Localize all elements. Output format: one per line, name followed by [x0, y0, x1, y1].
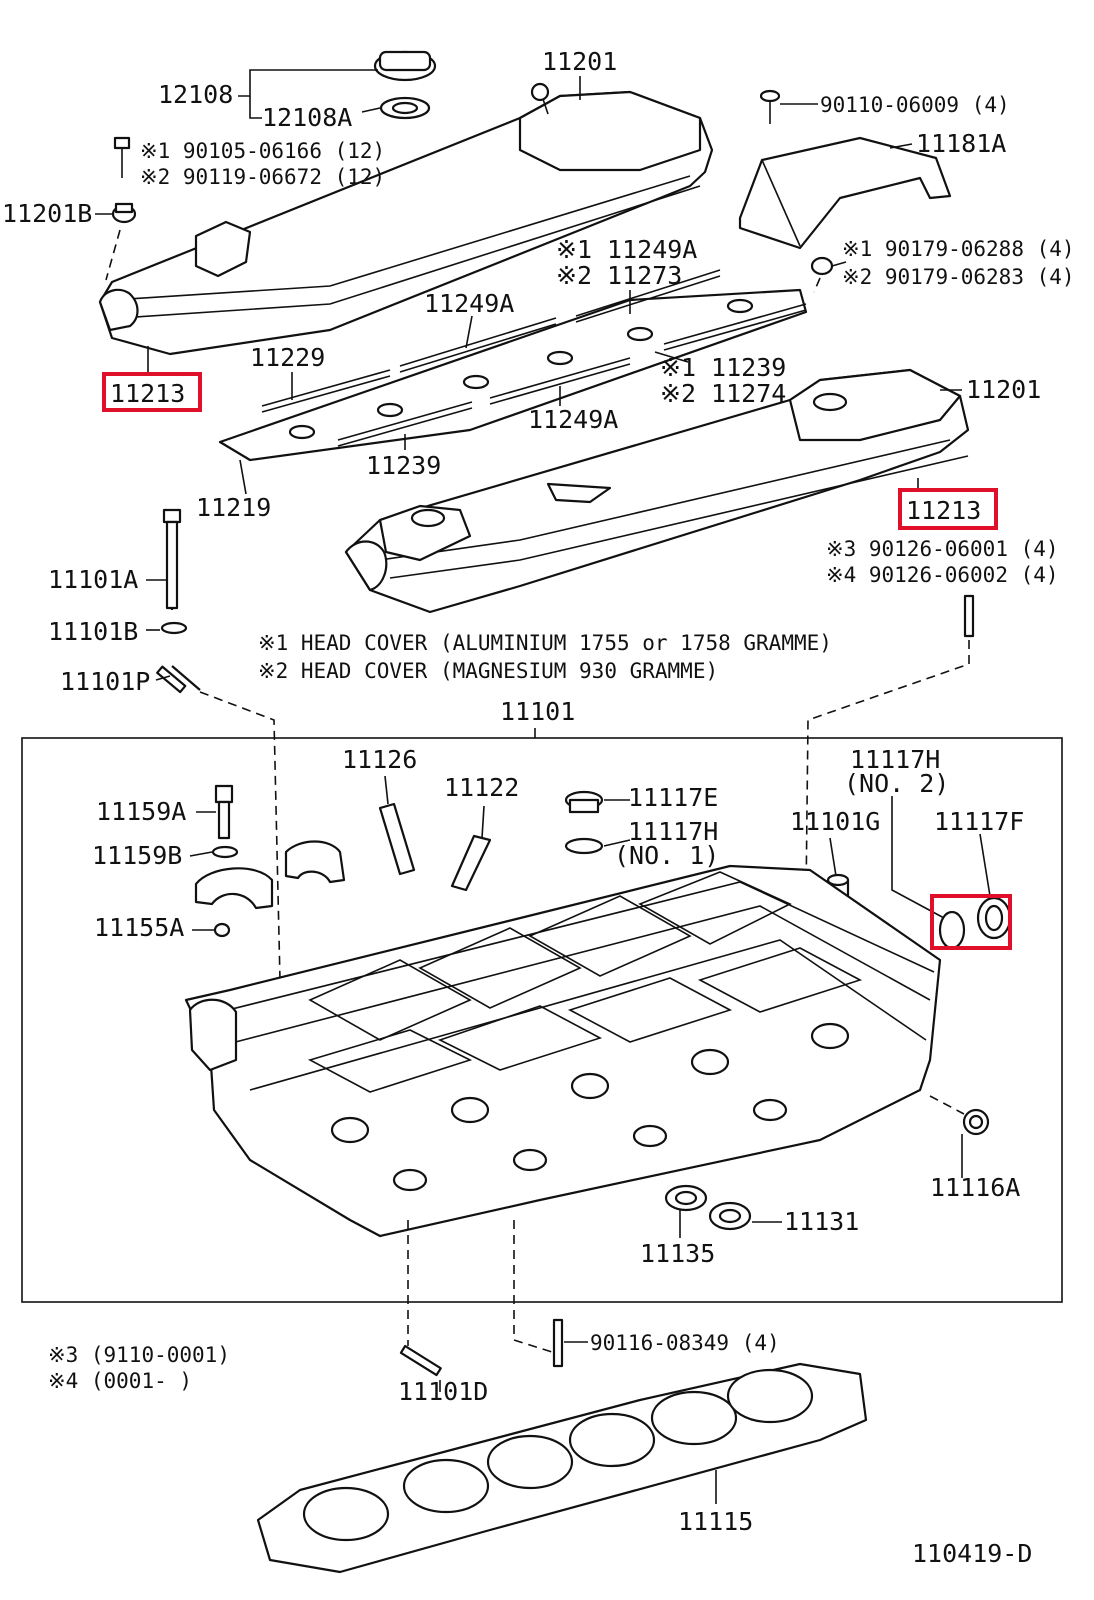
label-x1-11249a: ※1 11249A: [556, 235, 697, 264]
label-no2: (NO. 2): [844, 769, 949, 798]
head-cover-lower: [344, 368, 970, 614]
grommet-90179: [810, 256, 834, 276]
label-11249a-b: 11249A: [528, 405, 618, 434]
label-11101d: 11101D: [398, 1377, 488, 1406]
label-11126: 11126: [342, 745, 417, 774]
label-11115: 11115: [678, 1507, 753, 1536]
label-90110: 90110-06009 (4): [820, 93, 1010, 117]
label-12108: 12108: [158, 80, 233, 109]
bearing-cap-2: [284, 840, 346, 884]
washer-11159b: [211, 845, 239, 859]
label-11116a: 11116A: [930, 1173, 1020, 1202]
label-11159b: 11159B: [92, 841, 182, 870]
stud-90116: [552, 1318, 564, 1368]
highlight-box-11213-right: [898, 488, 998, 530]
label-90116: 90116-08349 (4): [590, 1331, 780, 1355]
label-11101g: 11101G: [790, 807, 880, 836]
note-head-cover-aluminium: ※1 HEAD COVER (ALUMINIUM 1755 or 1758 GR…: [258, 631, 832, 655]
head-cover-bolt: [113, 136, 131, 178]
screw-90110: [759, 89, 781, 124]
figure-number: 110419-D: [912, 1539, 1032, 1568]
label-11135: 11135: [640, 1239, 715, 1268]
label-11213-left: 11213: [110, 379, 185, 408]
head-bolt-11101a: [162, 508, 182, 610]
cover-11181a: [738, 136, 952, 250]
label-x2-90179: ※2 90179-06283 (4): [842, 265, 1075, 289]
plug-11117e: [564, 790, 604, 814]
note-head-cover-magnesium: ※2 HEAD COVER (MAGNESIUM 930 GRAMME): [258, 659, 718, 683]
label-11101a: 11101A: [48, 565, 138, 594]
label-11213-right: 11213: [906, 496, 981, 525]
head-gasket-11115: [256, 1362, 868, 1574]
washer-11101b: [160, 621, 188, 635]
bolt-11159a: [214, 784, 234, 840]
plug-11117f: [976, 896, 1012, 940]
label-11201b: 11201B: [2, 199, 92, 228]
label-11181a: 11181A: [916, 129, 1006, 158]
label-11117h-no2: 11117H: [850, 745, 940, 774]
label-x1-90105: ※1 90105-06166 (12): [140, 139, 385, 163]
oil-filler-cap: [373, 50, 437, 120]
label-11122: 11122: [444, 773, 519, 802]
label-x2-11274: ※2 11274: [660, 379, 786, 408]
label-x3-range: ※3 (9110-0001): [48, 1343, 230, 1367]
highlight-box-11213-left: [102, 372, 202, 412]
pin-11155a: [213, 922, 231, 938]
valve-guide-11122: [450, 834, 492, 892]
label-x4-range: ※4 (0001- ): [48, 1369, 192, 1393]
label-x1-11239: ※1 11239: [660, 353, 786, 382]
label-11155a: 11155A: [94, 913, 184, 942]
label-11159a: 11159A: [96, 797, 186, 826]
label-11117e: 11117E: [628, 783, 718, 812]
highlight-box-11117f: [930, 894, 1012, 950]
label-11239: 11239: [366, 451, 441, 480]
cylinder-head-box: [21, 737, 1063, 1303]
label-x2-90119: ※2 90119-06672 (12): [140, 165, 385, 189]
cylinder-head: [184, 864, 942, 1238]
label-11201-mid: 11201: [966, 375, 1041, 404]
label-11131: 11131: [784, 1207, 859, 1236]
label-x1-90179: ※1 90179-06288 (4): [842, 237, 1075, 261]
label-x4-90126: ※4 90126-06002 (4): [826, 563, 1059, 587]
label-12108a: 12108A: [262, 103, 352, 132]
label-11219: 11219: [196, 493, 271, 522]
label-11201-top: 11201: [542, 47, 617, 76]
label-no1: (NO. 1): [614, 841, 719, 870]
head-cover-upper: [98, 82, 714, 356]
stud-11101p: [156, 665, 201, 694]
label-11117f: 11117F: [934, 807, 1024, 836]
gasket-11117h-no1: [564, 837, 604, 855]
stud-11101d: [399, 1344, 442, 1377]
label-11101p: 11101P: [60, 667, 150, 696]
plug-11116a: [962, 1108, 990, 1136]
valve-guide-11126: [378, 802, 416, 876]
label-x3-90126: ※3 90126-06001 (4): [826, 537, 1059, 561]
stud-90126: [963, 594, 975, 638]
label-11249a-a: 11249A: [424, 289, 514, 318]
label-11117h-no1: 11117H: [628, 817, 718, 846]
label-11101: 11101: [500, 697, 575, 726]
bearing-cap: [194, 867, 274, 910]
label-x2-11273: ※2 11273: [556, 261, 682, 290]
grommet-11201b: [111, 202, 137, 224]
label-11229: 11229: [250, 343, 325, 372]
label-11101b: 11101B: [48, 617, 138, 646]
